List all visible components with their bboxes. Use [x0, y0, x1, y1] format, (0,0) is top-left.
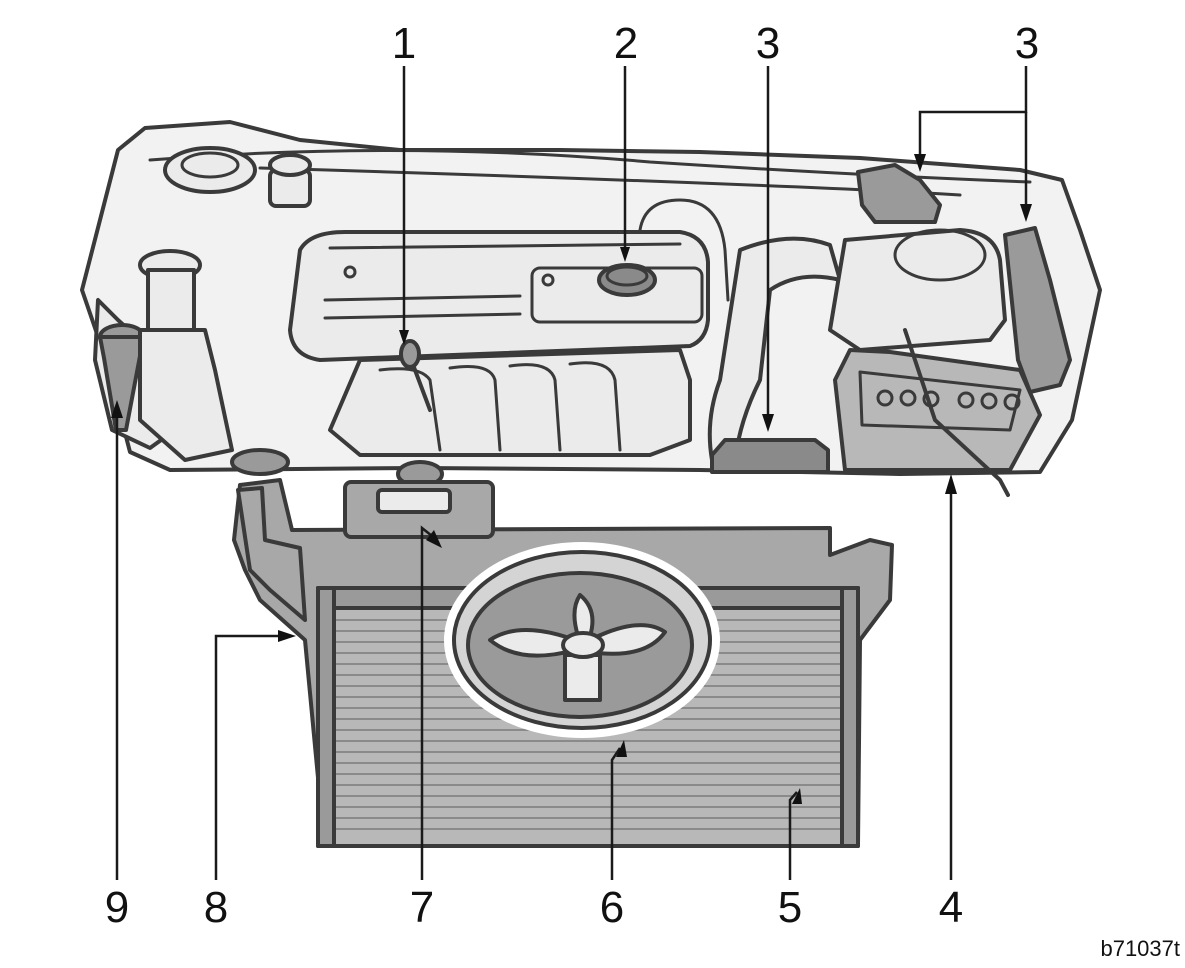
- arrow-1: [399, 330, 409, 345]
- callout-8: 8: [204, 883, 228, 932]
- air-cleaner-lid: [893, 228, 987, 282]
- strut-tower-left: [163, 146, 257, 194]
- arrow-3b-right: [1020, 204, 1032, 222]
- reservoir-tank-left: [236, 486, 307, 622]
- callout-6: 6: [600, 883, 624, 932]
- battery: [833, 328, 1042, 497]
- figure-id: b71037t: [1100, 936, 1180, 961]
- dipstick-shaft: [410, 360, 432, 412]
- air-intake-duct: [707, 236, 842, 462]
- callout-labels: 1 2 3 3 4 5 6 7 8 9 b71037t: [105, 19, 1180, 961]
- callout-7: 7: [410, 883, 434, 932]
- intake-manifold: [328, 348, 692, 457]
- oil-filler-cap: [597, 263, 657, 297]
- leader-lines: [111, 66, 1032, 880]
- callout-3-right: 3: [1015, 19, 1039, 68]
- engine-cover-ridge: [328, 242, 682, 250]
- brake-reservoir-cap: [268, 153, 312, 177]
- callout-9: 9: [105, 883, 129, 932]
- engine-cover-ridge-3: [323, 312, 522, 320]
- leader-5: [788, 791, 798, 880]
- battery-top: [858, 370, 1022, 432]
- callout-4: 4: [939, 883, 963, 932]
- battery-case: [833, 348, 1042, 472]
- fan-hub: [561, 631, 605, 659]
- fan-blade-right: [588, 623, 667, 656]
- battery-cell-6: [1003, 393, 1021, 411]
- callout-2: 2: [614, 19, 638, 68]
- engine-head-cover: [288, 230, 710, 362]
- runner-4: [568, 361, 622, 452]
- dipstick-handle: [399, 339, 421, 369]
- upper-hose: [638, 198, 730, 302]
- leader-7: [420, 525, 433, 880]
- arrow-3b-left: [914, 154, 926, 172]
- manifold-plenum: [328, 348, 692, 457]
- leader-3b: [918, 66, 1028, 160]
- battery-cell-4: [957, 391, 975, 409]
- oil-filler-cap-top: [605, 265, 649, 287]
- engine-oil-dipstick: [399, 339, 432, 412]
- strut-tower-left-inner: [180, 151, 240, 179]
- arrow-3a: [762, 414, 774, 432]
- brake-fluid-reservoir: [268, 153, 312, 208]
- fuse-box-main: [1003, 226, 1072, 394]
- coolant-reservoir-tank: [138, 328, 234, 462]
- leader-6: [610, 747, 622, 880]
- cooling-fan: [488, 593, 667, 702]
- fuse-box-main-body: [1003, 226, 1072, 394]
- radiator-right-tank: [840, 586, 860, 848]
- engine-cover-bolt-2: [541, 273, 555, 287]
- battery-cell-5: [980, 392, 998, 410]
- leader-8: [214, 634, 282, 880]
- fan-blade-bottom: [563, 653, 602, 702]
- arrow-9: [111, 400, 123, 418]
- radiator-side-cap: [230, 448, 290, 476]
- engine-bay: [80, 120, 1102, 497]
- arrow-6: [616, 740, 627, 757]
- battery-cell-1: [876, 389, 894, 407]
- oil-filler-cap-rim: [597, 263, 657, 297]
- arrow-5: [792, 788, 802, 804]
- relay-box: [710, 438, 830, 474]
- battery-hold-down: [903, 328, 1010, 497]
- callout-3-center: 3: [756, 19, 780, 68]
- engine-cover-ridge-2: [323, 294, 522, 302]
- callout-5: 5: [778, 883, 802, 932]
- callout-1: 1: [392, 19, 416, 68]
- radiator-left-tank: [316, 586, 336, 848]
- coolant-reservoir-neck: [146, 268, 196, 332]
- radiator-filler-neck: [376, 488, 452, 514]
- fan-blade-top: [572, 593, 595, 638]
- fuse-box-small-body: [856, 163, 942, 224]
- arrow-4: [945, 474, 957, 494]
- radiator-assembly: [232, 478, 894, 848]
- air-cleaner: [828, 228, 1007, 352]
- runner-2: [448, 365, 502, 452]
- battery-cell-2: [899, 389, 917, 407]
- arrow-7: [426, 530, 442, 548]
- fuse-box-small: [856, 163, 942, 224]
- runner-3: [508, 363, 562, 452]
- fan-blade-left: [488, 628, 577, 658]
- arrow-2: [620, 247, 630, 262]
- arrow-8: [278, 630, 296, 642]
- coolant-reservoir: [138, 249, 234, 462]
- engine-cover-bolt: [343, 265, 357, 279]
